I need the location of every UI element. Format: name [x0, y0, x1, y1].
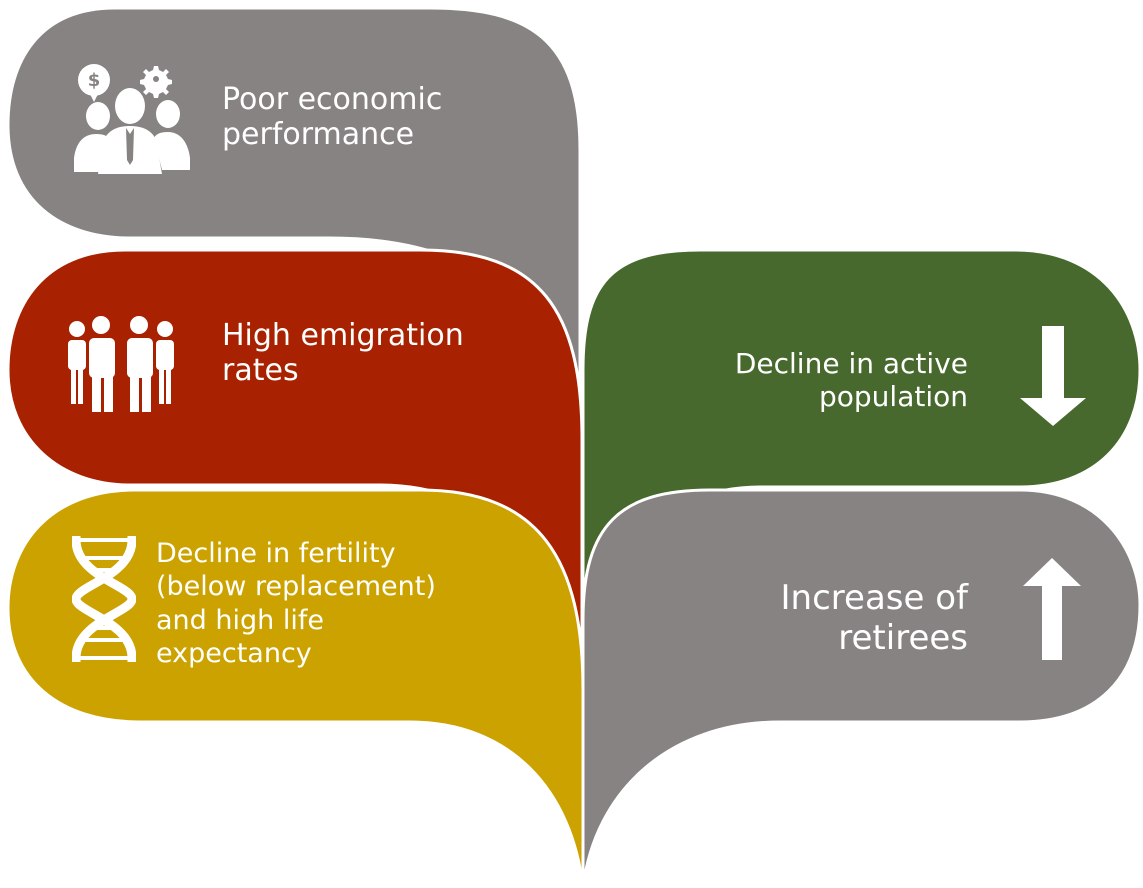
- label-line: Decline in active: [734, 347, 968, 380]
- label-decline-in-fertility: Decline in fertility (below replacement)…: [156, 537, 436, 671]
- label-line: Decline in fertility: [156, 538, 396, 569]
- label-line: (below replacement): [156, 571, 436, 603]
- label-line: population: [819, 380, 968, 414]
- leaf-decline-in-fertility: [6, 488, 585, 888]
- label-increase-of-retirees: Increase of retirees: [781, 578, 968, 658]
- label-decline-in-active-population: Decline in active population: [735, 347, 968, 413]
- label-high-emigration-rates: High emigration rates: [222, 318, 464, 389]
- arrow-up-icon: [1023, 558, 1081, 660]
- label-line: and high life: [156, 604, 324, 636]
- label-line: retirees: [838, 618, 968, 659]
- label-line: performance: [222, 117, 415, 153]
- label-line: rates: [222, 353, 299, 389]
- label-line: Poor economic: [222, 82, 443, 117]
- leaf-increase-of-retirees: [581, 488, 1142, 888]
- label-line: High emigration: [222, 318, 464, 353]
- business-people-icon: $: [74, 64, 190, 174]
- label-line: Increase of: [780, 578, 968, 618]
- dna-icon: [72, 536, 136, 662]
- label-line: expectancy: [156, 638, 312, 670]
- label-poor-economic-performance: Poor economic performance: [222, 82, 442, 153]
- arrow-down-icon: [1020, 326, 1086, 426]
- group-of-people-icon: [68, 316, 174, 412]
- svg-text:$: $: [88, 70, 101, 91]
